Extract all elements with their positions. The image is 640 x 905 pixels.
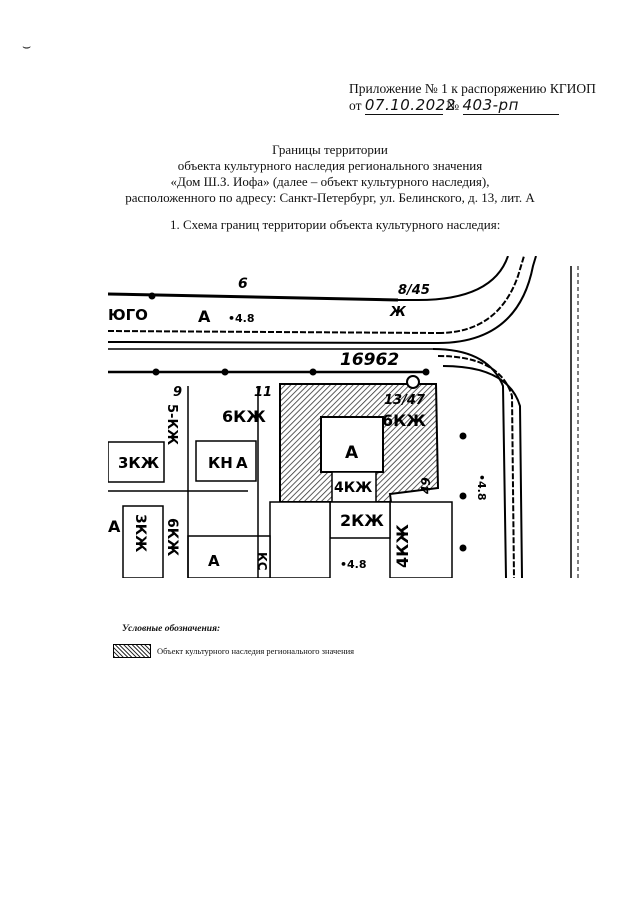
utility-pole — [459, 432, 467, 440]
map-label: ЮГО — [108, 306, 148, 324]
boundary-line — [437, 256, 525, 334]
curb-line — [432, 348, 507, 578]
building — [122, 505, 164, 578]
map-label: 3КЖ — [132, 514, 148, 552]
map-label: 2КЖ — [340, 511, 384, 530]
utility-pole — [309, 368, 317, 376]
legend-item-label: Объект культурного наследия региональног… — [157, 646, 355, 656]
utility-pole — [148, 292, 156, 300]
map-label: А — [108, 517, 121, 536]
utility-pole — [221, 368, 229, 376]
map-label: 6КЖ — [164, 518, 180, 556]
legend-hatch-swatch — [113, 644, 151, 658]
appendix-line: Приложение № 1 к распоряжению КГИОП — [349, 81, 596, 96]
building — [331, 471, 377, 503]
map-label: КС — [255, 552, 269, 571]
building — [195, 440, 257, 482]
map-label: 13/47 — [384, 393, 426, 408]
curb-line — [442, 365, 523, 578]
map-label: А — [236, 454, 248, 472]
map-label: 16962 — [340, 350, 399, 370]
well-symbol — [406, 375, 420, 389]
site-plan-map: ЮГО А •4.8 6 8/45 Ж 16962 9 11 6КЖ 13/47… — [108, 256, 579, 578]
building — [108, 441, 165, 483]
utility-pole — [459, 544, 467, 552]
map-label: 4КЖ — [334, 480, 372, 496]
order-number: 403-рп — [462, 97, 559, 115]
map-label: 5-КЖ — [164, 404, 179, 445]
legend-item: Объект культурного наследия региональног… — [113, 644, 354, 658]
map-label: 6 — [238, 276, 248, 292]
map-label: 9 — [173, 385, 182, 400]
map-label: Ж — [389, 305, 407, 320]
map-label: КН — [208, 454, 233, 472]
utility-pole — [459, 492, 467, 500]
building — [269, 501, 331, 578]
street-edge — [108, 292, 399, 302]
map-label: 6КЖ — [382, 411, 426, 430]
document-header: Приложение № 1 к распоряжению КГИОП от 0… — [349, 80, 596, 115]
map-label: •4.8 — [228, 312, 255, 325]
map-label: 3КЖ — [118, 454, 160, 472]
street-edge — [108, 341, 439, 344]
map-label: А — [208, 552, 220, 570]
map-label: 4КЖ — [393, 524, 412, 568]
courtyard — [320, 416, 384, 473]
map-label: •4.8 — [340, 558, 367, 571]
legend-heading: Условные обозначения: — [122, 624, 221, 634]
map-label: 49 — [419, 477, 433, 495]
boundary-line — [437, 355, 515, 578]
street-edge — [398, 256, 509, 301]
utility-pole — [152, 368, 160, 376]
order-line: от 07.10.2022 № 403-рп — [349, 97, 596, 115]
section-heading: 1. Схема границ территории объекта культ… — [170, 217, 501, 232]
order-date: 07.10.2022 — [364, 96, 456, 115]
map-label: •4.8 — [475, 474, 488, 501]
map-label: 6КЖ — [222, 407, 266, 426]
map-label: А — [345, 443, 359, 463]
map-label: 11 — [254, 385, 272, 400]
map-label: А — [198, 307, 211, 326]
corner-mark: ⌣ — [22, 40, 32, 55]
map-label: 8/45 — [398, 283, 430, 298]
building — [389, 501, 453, 578]
utility-pole — [422, 368, 430, 376]
document-title: Границы территории объекта культурного н… — [125, 142, 535, 205]
street-edge — [437, 256, 537, 344]
boundary-line — [108, 330, 439, 334]
